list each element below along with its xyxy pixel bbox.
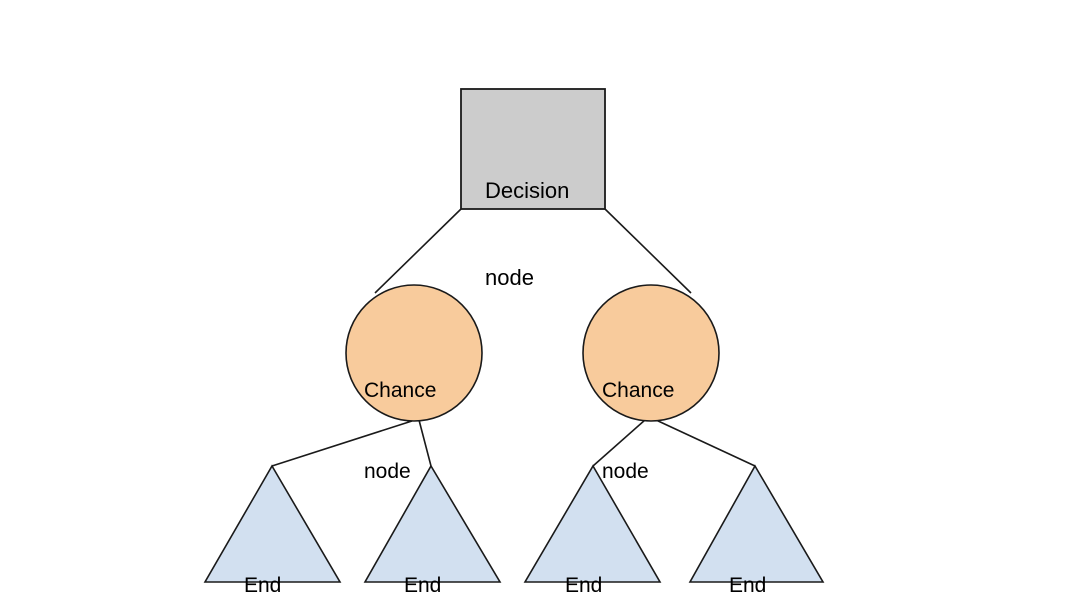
- chance-node-group: [345, 284, 720, 422]
- end-node-group: [203, 464, 825, 583]
- edge-group: [271, 208, 756, 467]
- chance-node-circle-left[interactable]: [345, 284, 483, 422]
- end-node-triangle-1[interactable]: [203, 464, 342, 583]
- chance-node-circle-right[interactable]: [582, 284, 720, 422]
- edge-chance-right-to-end-node-3: [592, 419, 646, 467]
- end-node-triangle-2[interactable]: [363, 464, 502, 583]
- decision-node-rectangle[interactable]: [460, 88, 606, 210]
- end-node-triangle-4[interactable]: [688, 464, 825, 583]
- edge-chance-right-to-end-node-4: [655, 419, 756, 467]
- end-node-triangle-3[interactable]: [523, 464, 662, 583]
- edge-chance-left-to-end-node-1: [271, 420, 413, 467]
- edge-decision-to-chance-left: [374, 208, 462, 294]
- edge-chance-left-to-end-node-2: [418, 419, 432, 467]
- edge-decision-to-chance-right: [604, 208, 692, 294]
- decision-node-group: [460, 88, 606, 210]
